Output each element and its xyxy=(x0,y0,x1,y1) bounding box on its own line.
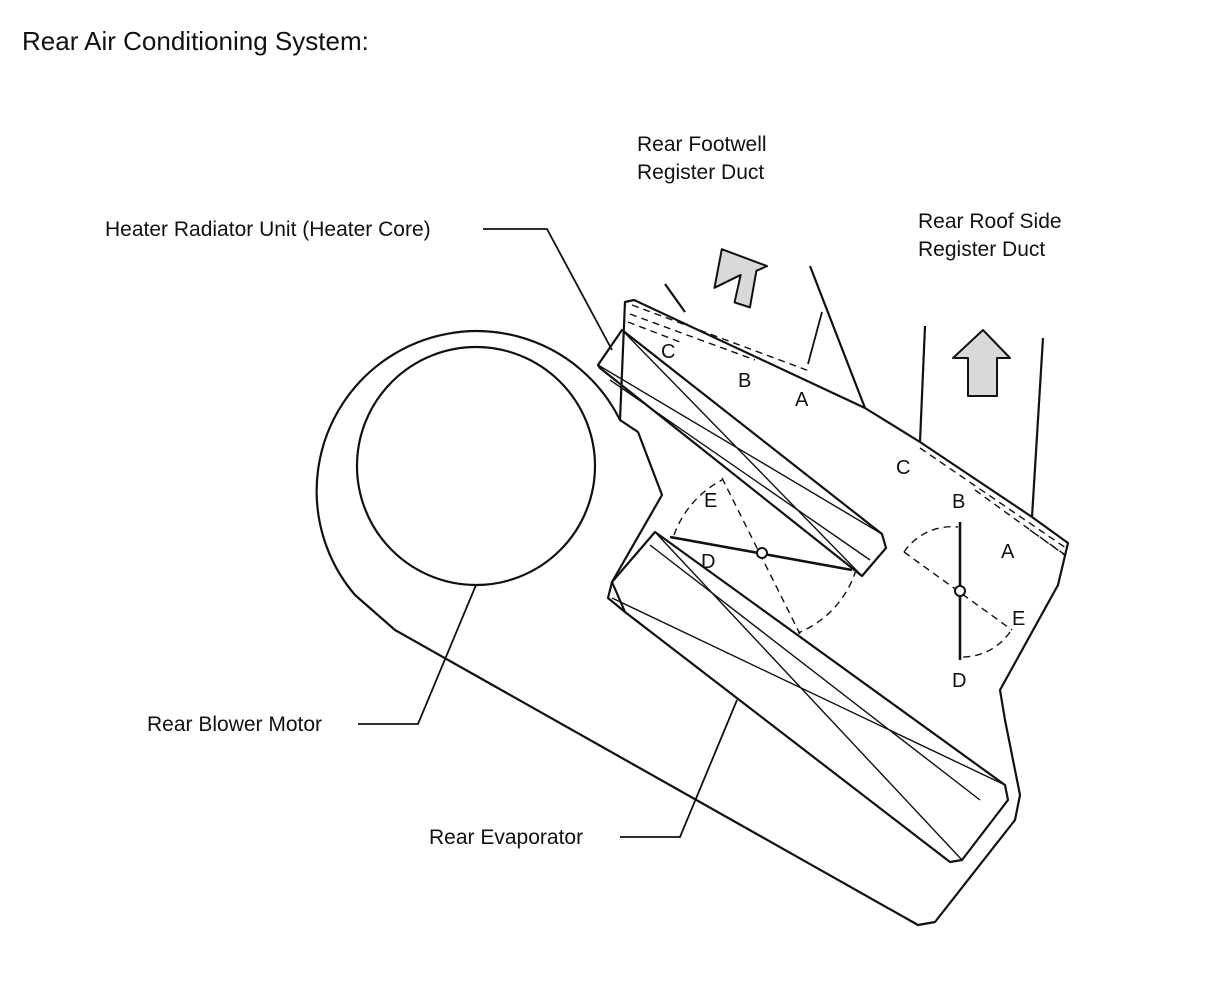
footwell-duct-wall xyxy=(664,283,686,313)
mode-door-pivot xyxy=(954,585,966,597)
housing-outline xyxy=(315,298,1070,927)
mode-position-E: E xyxy=(1012,608,1025,630)
heater-core-label: Heater Radiator Unit (Heater Core) xyxy=(105,218,431,241)
heater-core-fin xyxy=(609,379,871,561)
evaporator-leader xyxy=(620,699,738,838)
evaporator-fin xyxy=(649,544,981,801)
heater-core-leader xyxy=(483,228,613,351)
housing-divider xyxy=(606,419,664,613)
roof-position-A: A xyxy=(1001,541,1015,563)
page-title: Rear Air Conditioning System: xyxy=(22,26,369,56)
evaporator-fin xyxy=(654,531,963,861)
footwell-position-B: B xyxy=(738,370,751,392)
roof-position-B: B xyxy=(952,491,965,513)
footwell-outlet-door-dashes xyxy=(627,304,813,373)
mode-door-swing-arc xyxy=(959,631,1011,658)
roof-duct-wall xyxy=(1030,337,1045,518)
roof-airflow-arrow xyxy=(952,329,1011,397)
air-mix-door-swing-arc xyxy=(797,569,857,634)
footwell-duct-wall xyxy=(808,265,867,409)
roof-duct-wall xyxy=(918,325,927,443)
roof-duct-label-line1: Rear Roof Side xyxy=(918,210,1062,233)
air-mix-door-swing-arc xyxy=(673,479,723,536)
roof-position-C: C xyxy=(896,457,910,479)
heater-core-fin xyxy=(621,329,863,577)
blower-motor-leader xyxy=(358,584,477,725)
evaporator xyxy=(610,530,1010,864)
footwell-outlet-leader xyxy=(807,311,823,365)
evaporator-label: Rear Evaporator xyxy=(429,826,583,849)
footwell-position-C: C xyxy=(661,341,675,363)
footwell-airflow-arrow xyxy=(713,248,769,309)
mode-position-D: D xyxy=(952,670,966,692)
mode-door-swing-arc xyxy=(903,525,959,553)
blower-motor xyxy=(355,345,597,587)
air-mix-position-D: D xyxy=(701,551,715,573)
roof-outlet-door-dashes xyxy=(919,447,1067,557)
air-mix-door-pivot xyxy=(756,547,768,559)
footwell-position-A: A xyxy=(795,389,809,411)
heater-core-fin xyxy=(597,364,883,535)
air-mix-position-E: E xyxy=(704,490,717,512)
evaporator-fin xyxy=(611,597,1006,786)
footwell-duct-label-line1: Rear Footwell xyxy=(637,133,767,156)
footwell-duct-label-line2: Register Duct xyxy=(637,161,764,184)
roof-duct-label-line2: Register Duct xyxy=(918,238,1045,261)
blower-motor-label: Rear Blower Motor xyxy=(147,713,322,736)
